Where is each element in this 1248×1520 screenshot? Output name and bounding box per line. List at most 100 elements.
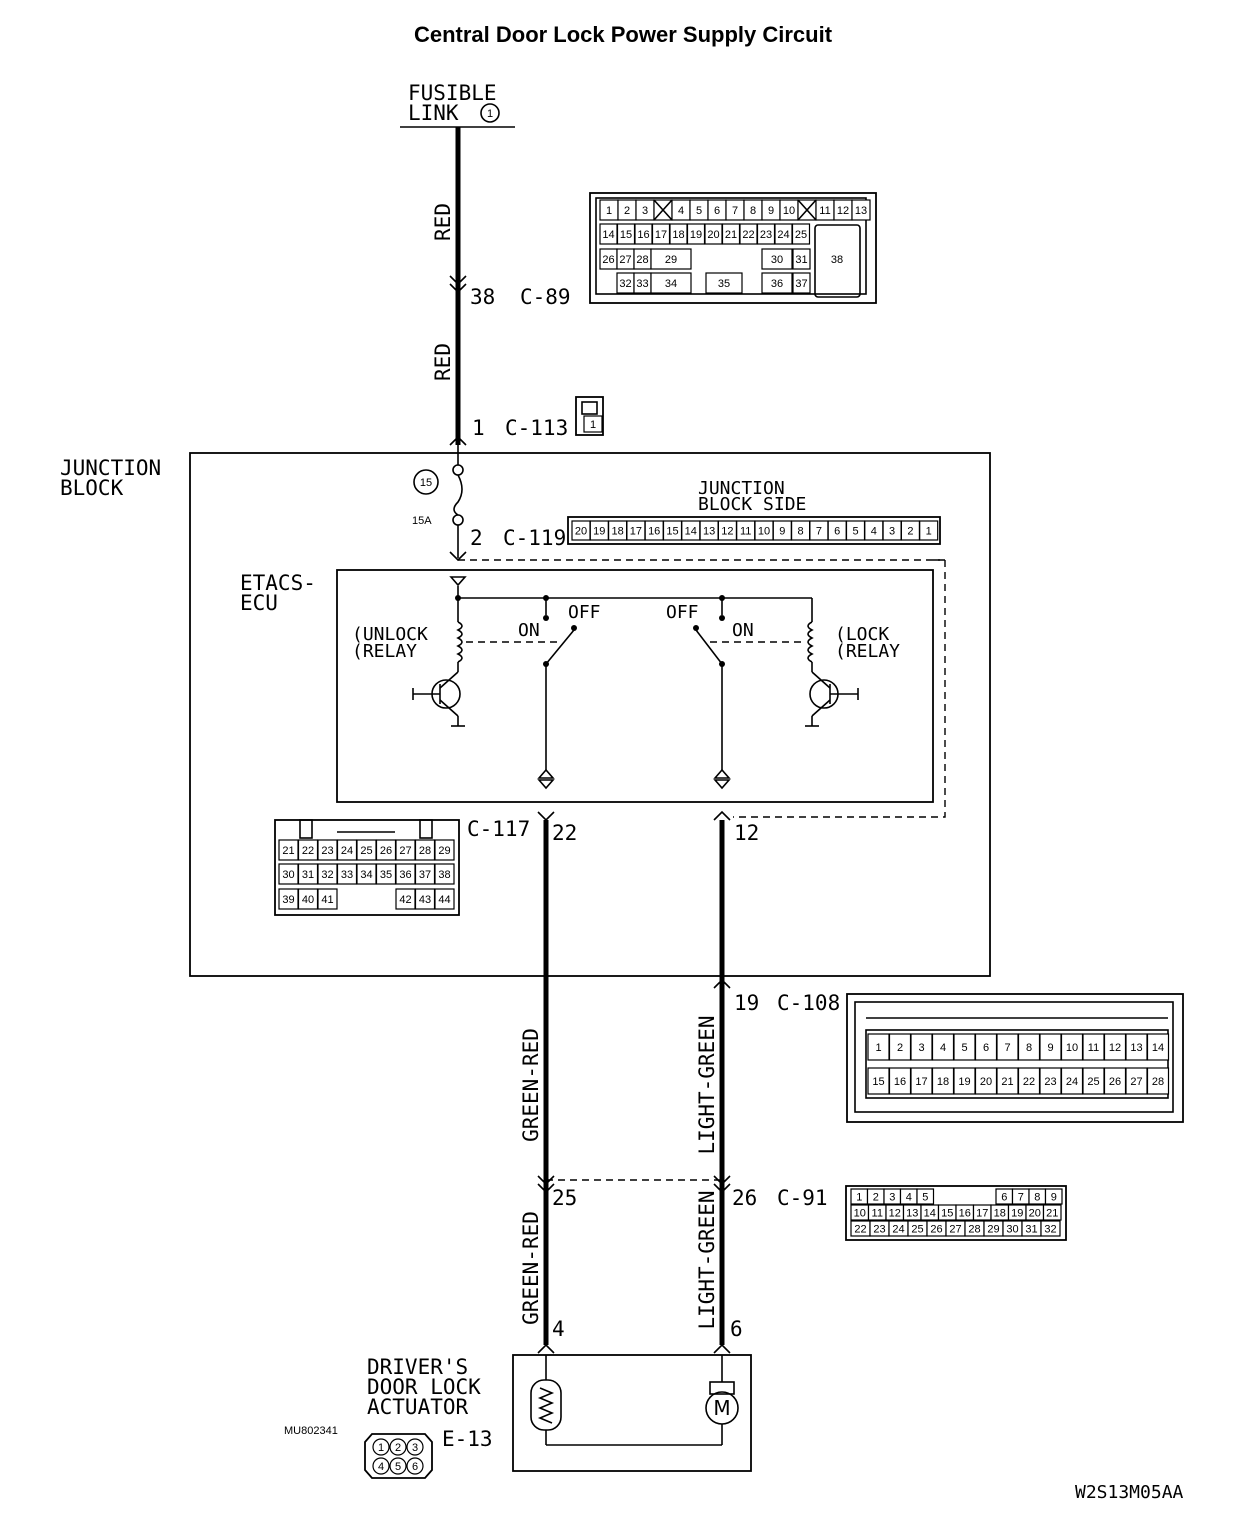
svg-text:18: 18 xyxy=(937,1076,949,1088)
c89-pin-cell: 19 xyxy=(686,223,706,245)
svg-text:3: 3 xyxy=(889,1192,895,1204)
c91-pin-cell: 25 xyxy=(907,1220,928,1237)
c91-pin-cell: 7 xyxy=(1011,1188,1030,1205)
e13-terminal-mark-right xyxy=(713,1343,731,1354)
c119-pin-cell: 9 xyxy=(772,520,792,541)
c108-pin-cell: 24 xyxy=(1060,1067,1084,1095)
svg-text:39: 39 xyxy=(282,894,294,906)
e13-pin-left: 4 xyxy=(552,1317,565,1341)
c117-pin-cell: 43 xyxy=(414,888,436,910)
c117-pin-cell: 23 xyxy=(317,839,338,861)
junction-block-label-line1: JUNCTION xyxy=(60,456,161,480)
c91-pin-cell: 31 xyxy=(1021,1220,1042,1237)
etacs-label-line1: ETACS- xyxy=(240,571,316,595)
svg-text:15: 15 xyxy=(872,1076,884,1088)
svg-text:7: 7 xyxy=(732,205,738,217)
svg-text:17: 17 xyxy=(976,1208,988,1220)
c91-pin-left: 25 xyxy=(552,1186,577,1210)
c108-pin-cell: 27 xyxy=(1125,1067,1148,1095)
svg-text:12: 12 xyxy=(1109,1042,1121,1054)
c108-pin-cell: 13 xyxy=(1125,1033,1148,1061)
svg-text:26: 26 xyxy=(930,1224,942,1236)
c108-terminal-mark xyxy=(713,978,731,989)
svg-text:11: 11 xyxy=(819,205,830,217)
c89-pin-cell: 3 xyxy=(635,199,655,221)
svg-text:5: 5 xyxy=(852,526,858,538)
svg-text:17: 17 xyxy=(630,526,642,538)
c89-pin-cell: 18 xyxy=(669,223,688,245)
c89-pin-cell: 24 xyxy=(774,223,793,245)
c89-pin-cell: 35 xyxy=(705,272,743,294)
c91-terminal-mark-left xyxy=(537,1175,555,1194)
c108-pin-cell: 11 xyxy=(1082,1033,1105,1061)
svg-text:1: 1 xyxy=(926,526,932,538)
c89-pin-cell: 23 xyxy=(756,223,776,245)
fuse-element xyxy=(453,474,463,516)
svg-text:16: 16 xyxy=(894,1076,906,1088)
svg-text:15: 15 xyxy=(620,229,632,241)
svg-text:24: 24 xyxy=(892,1224,904,1236)
c89-pin-cell: 21 xyxy=(721,223,741,245)
svg-text:14: 14 xyxy=(1152,1042,1164,1054)
e13-pin-cell: 1 xyxy=(372,1438,390,1456)
c91-pin-cell: 27 xyxy=(945,1220,966,1237)
c89-pin-cell: 36 xyxy=(761,272,793,294)
svg-text:28: 28 xyxy=(1152,1076,1164,1088)
c117-terminal-mark-right xyxy=(713,810,731,821)
c89-pin-cell: 9 xyxy=(761,199,781,221)
svg-text:12: 12 xyxy=(889,1208,901,1220)
c89-pin-cell: 6 xyxy=(707,199,727,221)
c89-pin-cell: 28 xyxy=(633,248,652,270)
c119-pin-cell: 16 xyxy=(644,520,664,541)
svg-text:15: 15 xyxy=(666,526,678,538)
c119-pin-cell: 11 xyxy=(736,520,756,541)
svg-text:8: 8 xyxy=(1026,1042,1032,1054)
c91-pin-cell: 1 xyxy=(850,1188,869,1205)
e13-pin-right: 6 xyxy=(730,1317,743,1341)
svg-text:21: 21 xyxy=(1001,1076,1013,1088)
svg-text:26: 26 xyxy=(602,254,614,266)
wire-label-red-mid: RED xyxy=(431,343,455,381)
svg-text:4: 4 xyxy=(906,1192,912,1204)
svg-text:8: 8 xyxy=(1034,1192,1040,1204)
svg-text:32: 32 xyxy=(321,869,333,881)
svg-text:14: 14 xyxy=(685,526,697,538)
c108-pin-cell: 14 xyxy=(1146,1033,1170,1061)
svg-text:6: 6 xyxy=(983,1042,989,1054)
svg-text:4: 4 xyxy=(678,205,684,217)
c119-pin-cell: 18 xyxy=(607,520,628,541)
svg-text:28: 28 xyxy=(419,845,431,857)
etacs-output-terminal-lock xyxy=(713,768,731,790)
fusible-link-label-line1: FUSIBLE xyxy=(408,81,497,105)
c117-pin-cell: 42 xyxy=(395,888,416,910)
svg-text:7: 7 xyxy=(816,526,822,538)
svg-text:2: 2 xyxy=(624,205,630,217)
lock-switch xyxy=(693,598,725,770)
svg-text:6: 6 xyxy=(714,205,720,217)
svg-text:8: 8 xyxy=(750,205,756,217)
c117-pin-cell: 40 xyxy=(297,888,319,910)
svg-text:30: 30 xyxy=(771,254,783,266)
svg-text:14: 14 xyxy=(924,1208,936,1220)
svg-text:9: 9 xyxy=(1051,1192,1057,1204)
c89-pin-cell: 12 xyxy=(833,199,853,221)
svg-text:9: 9 xyxy=(768,205,774,217)
c117-pin-left: 22 xyxy=(552,821,577,845)
svg-text:6: 6 xyxy=(1001,1192,1007,1204)
svg-text:6: 6 xyxy=(834,526,840,538)
svg-text:2: 2 xyxy=(907,526,913,538)
svg-text:25: 25 xyxy=(795,229,807,241)
svg-text:19: 19 xyxy=(690,229,702,241)
c89-pin-cell: 4 xyxy=(671,199,691,221)
wire-label-red-top: RED xyxy=(431,203,455,241)
c89-pin-cell xyxy=(653,199,673,221)
c117-terminal-mark-left xyxy=(537,811,555,822)
svg-text:25: 25 xyxy=(1087,1076,1099,1088)
svg-text:36: 36 xyxy=(771,278,783,290)
c119-pin-cell: 3 xyxy=(882,520,902,541)
svg-text:30: 30 xyxy=(282,869,294,881)
